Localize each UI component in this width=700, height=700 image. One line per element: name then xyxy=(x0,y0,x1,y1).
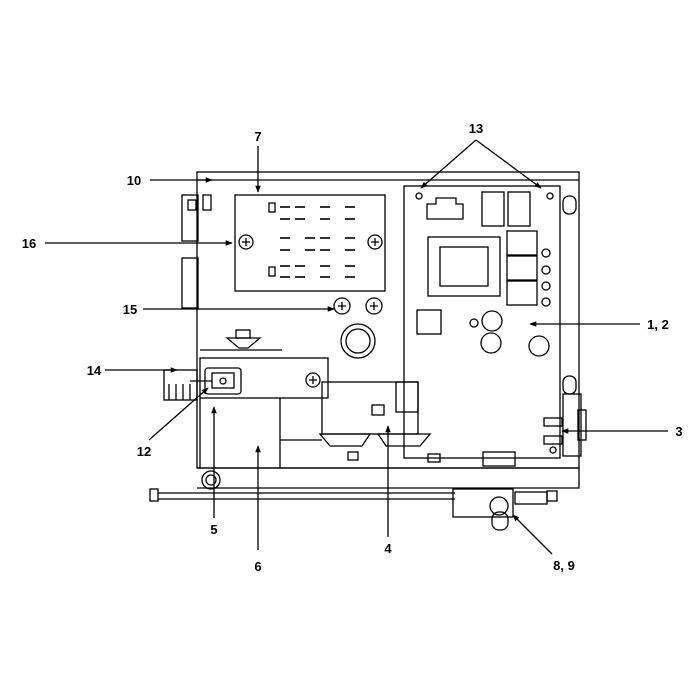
board-led xyxy=(541,265,551,275)
board-connector xyxy=(426,197,464,220)
board-led xyxy=(541,248,551,258)
round-component xyxy=(340,323,376,359)
screw-slot xyxy=(242,238,250,246)
housing-foot-inner xyxy=(205,474,217,486)
board-capacitor xyxy=(528,335,550,357)
rod-end xyxy=(149,488,159,502)
valve-nut xyxy=(427,453,441,463)
callout-8-9: 8, 9 xyxy=(553,558,575,573)
heat-sink xyxy=(163,369,198,401)
screw-slot xyxy=(371,238,379,246)
board-capacitor xyxy=(481,310,503,332)
bracket-slot xyxy=(187,199,197,211)
bottom-connector xyxy=(482,451,516,467)
board-relay xyxy=(506,255,538,281)
leader-13-left xyxy=(420,139,477,189)
callout-14: 14 xyxy=(87,363,102,378)
plate-screw-left xyxy=(238,234,254,250)
round-component-inner xyxy=(345,328,371,354)
fitting-cap xyxy=(491,511,509,531)
valve-port xyxy=(371,404,385,416)
relay-b xyxy=(507,191,531,227)
board-ic xyxy=(416,309,442,335)
plate-text-dashes xyxy=(280,206,355,278)
callout-6: 6 xyxy=(254,559,261,574)
fuse-holder-right xyxy=(365,297,383,315)
board-mount-hole xyxy=(549,446,557,454)
leader-12 xyxy=(148,387,209,441)
circuit-board xyxy=(403,185,561,459)
callout-5: 5 xyxy=(210,522,217,537)
clamp-window xyxy=(211,372,235,389)
transformer-frame xyxy=(427,236,501,297)
fitting-housing xyxy=(452,488,514,518)
callout-15: 15 xyxy=(123,302,137,317)
transformer-core xyxy=(439,246,489,287)
rail-screw xyxy=(305,372,321,388)
long-rail xyxy=(199,357,329,399)
board-capacitor xyxy=(480,332,502,354)
callout-3: 3 xyxy=(675,424,682,439)
side-connector-cap xyxy=(577,409,587,441)
plate-screw-right xyxy=(367,234,383,250)
side-slot xyxy=(562,195,577,215)
bracket-clip xyxy=(202,194,212,211)
fitting-nut xyxy=(514,491,548,505)
left-bracket-upper xyxy=(181,194,199,242)
screw-slot xyxy=(370,302,378,310)
side-connector-body xyxy=(562,393,582,457)
heat-sink-fins xyxy=(168,384,191,400)
board-component xyxy=(469,318,479,328)
side-connector-pin xyxy=(543,417,563,427)
board-led xyxy=(541,297,551,307)
label-plate xyxy=(234,194,386,292)
callout-7: 7 xyxy=(254,129,261,144)
stem-top xyxy=(235,329,251,339)
leader-13-right xyxy=(475,139,542,189)
side-slot xyxy=(562,375,577,395)
fuse-holder-left xyxy=(333,297,351,315)
plate-marker-top xyxy=(268,202,276,213)
callout-16: 16 xyxy=(22,236,36,251)
valve-flange-right xyxy=(376,433,432,447)
fitting-end xyxy=(546,490,558,502)
plate-marker-bottom xyxy=(268,266,276,277)
relay-a xyxy=(481,191,505,227)
leader-lines xyxy=(45,139,668,555)
board-led xyxy=(541,281,551,291)
housing-foot xyxy=(201,470,221,490)
board-relay xyxy=(506,280,538,306)
callout-13: 13 xyxy=(469,121,483,136)
stem-cap xyxy=(225,337,262,349)
callout-10: 10 xyxy=(127,173,141,188)
side-connector-pin xyxy=(543,435,563,445)
screw-slot xyxy=(338,302,346,310)
callout-12: 12 xyxy=(137,444,151,459)
clamp-pin xyxy=(219,377,227,385)
valve-coil xyxy=(395,381,419,413)
left-bracket-lower xyxy=(181,257,199,309)
callout-4: 4 xyxy=(384,541,392,556)
leader-8-9 xyxy=(512,514,553,555)
board-mount-hole xyxy=(546,192,554,200)
valve-flange-left xyxy=(318,433,372,447)
chassis-plate xyxy=(196,171,580,469)
fitting-knob xyxy=(489,496,509,516)
board-mount-hole xyxy=(415,192,423,200)
board-relay xyxy=(506,230,538,256)
valve-nut xyxy=(347,451,359,461)
callout-1-2: 1, 2 xyxy=(647,317,669,332)
screw-slot xyxy=(309,376,317,384)
